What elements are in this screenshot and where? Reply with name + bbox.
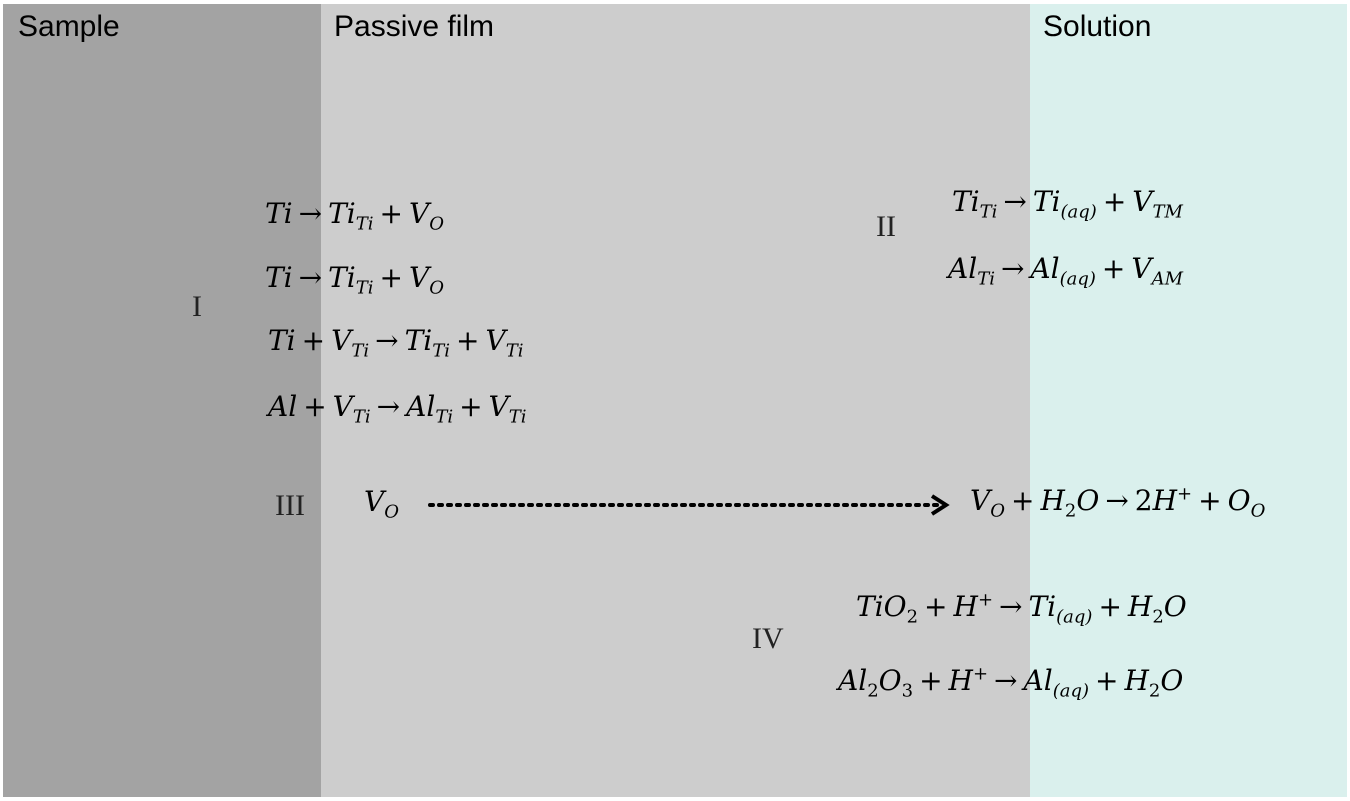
equation-i-2: Ti→TiTi+VO xyxy=(265,261,444,299)
step-label-4: IV xyxy=(752,622,784,655)
equation-i-3: Ti+VTi→TiTi+VTi xyxy=(268,324,524,362)
passive-film-region xyxy=(321,4,1030,797)
equation-ii-2: AlTi→Al(aq)+VAM xyxy=(948,252,1184,290)
vacancy-species: VO xyxy=(364,485,399,523)
sample-label: Sample xyxy=(18,10,120,43)
sample-region xyxy=(3,4,321,797)
solution-region xyxy=(1030,4,1347,797)
step-label-2: II xyxy=(876,210,896,243)
equation-i-4: Al+VTi→AlTi+VTi xyxy=(268,390,527,428)
equation-iv-1: TiO2+H+→Ti(aq)+H2O xyxy=(856,589,1187,628)
step-label-1: I xyxy=(192,290,202,323)
equation-ii-1: TiTi→Ti(aq)+VTM xyxy=(952,185,1183,223)
solution-label: Solution xyxy=(1043,10,1152,43)
equation-iii: VO+H2O→2H++OO xyxy=(970,483,1266,522)
passive-film-label: Passive film xyxy=(334,10,495,43)
equation-iv-2: Al2O3+H+→Al(aq)+H2O xyxy=(838,663,1184,702)
equation-i-1: Ti→TiTi+VO xyxy=(265,197,444,235)
step-label-3: III xyxy=(275,489,305,522)
